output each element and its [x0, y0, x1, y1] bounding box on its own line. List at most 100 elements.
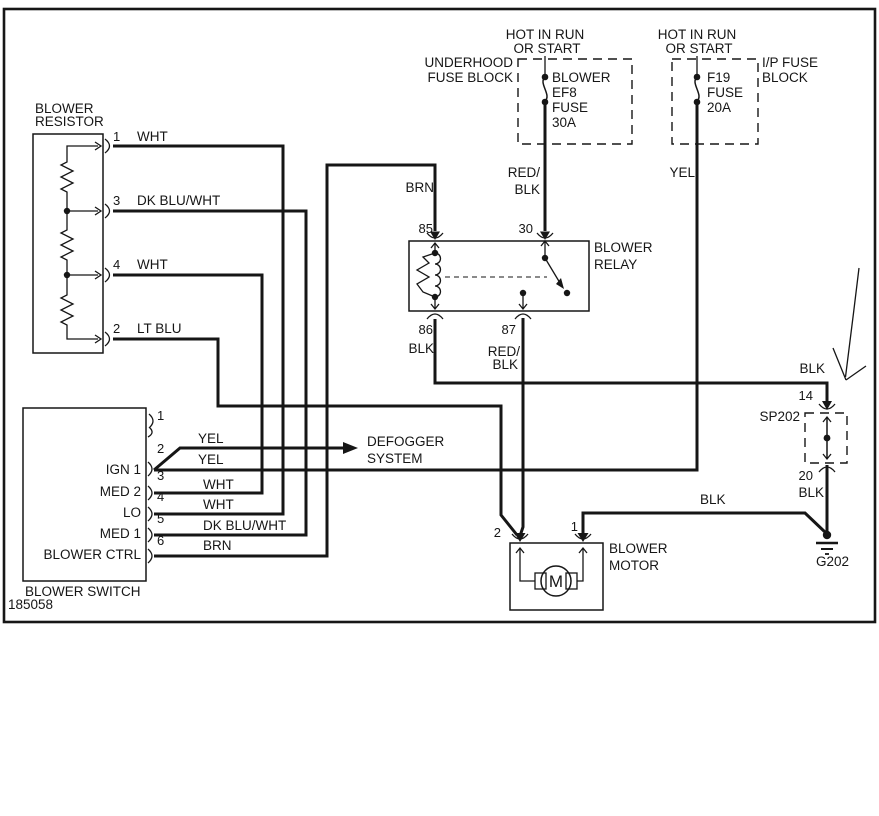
blower-relay: BRN RED/ BLK YEL 85 30 BLOWER RELAY 86	[405, 165, 695, 372]
wire-blk-relay86-to-sp202	[433, 319, 829, 402]
pin-number: 1	[113, 129, 120, 144]
pin-number: 4	[113, 257, 120, 272]
fuse-block-name: FUSE BLOCK	[427, 70, 513, 85]
fuse-block-name: BLOCK	[762, 70, 808, 85]
pin-connector-icons	[426, 232, 554, 239]
wire-arrow-icon	[540, 231, 550, 240]
arrow-down-icon	[430, 303, 440, 311]
splice-dot	[823, 434, 831, 442]
component-name: RELAY	[594, 257, 637, 272]
pin-number: 2	[157, 441, 164, 456]
wire-yel-fuse-to-switch	[154, 102, 699, 472]
power-label: OR START	[665, 41, 732, 56]
wire-blk-motor-to-ground	[581, 511, 828, 535]
blower-switch: 1 2 3 4 5 6 IGN 1 MED 2 LO MED 1 BLOWER …	[8, 407, 286, 612]
pin-number: 1	[571, 519, 578, 534]
wire-color-label: DK BLU/WHT	[203, 518, 286, 533]
component-name: BLOWER	[594, 240, 653, 255]
pin-connector-icon	[818, 466, 836, 473]
blower-motor: 2 1 M BLOWER MOTOR BLK	[494, 492, 726, 611]
arrow-up-icon	[540, 239, 550, 247]
splice-arrow-icons	[822, 415, 832, 461]
annotation-arrow	[832, 267, 867, 381]
annotation-arrowhead-icon	[832, 347, 867, 381]
ip-fuse-box	[671, 58, 759, 145]
ground-name: G202	[816, 554, 849, 569]
fuse-block-name: I/P FUSE	[762, 55, 818, 70]
junction-dot	[63, 271, 71, 279]
wire-yel-defogger-branch	[153, 446, 343, 472]
contact-dot	[563, 289, 571, 297]
motor-symbol: M	[549, 572, 563, 591]
wire-arrow-icon	[822, 401, 832, 410]
motor-leads	[519, 549, 584, 582]
motor-circle-icon	[540, 565, 572, 597]
splice-sp202: BLK 14 SP202 20 BLK	[759, 361, 848, 500]
wire-lt-blu-resistor2-to-motor	[113, 337, 519, 536]
switch-position-label: IGN 1	[106, 462, 141, 477]
defogger-label: DEFOGGER	[367, 434, 445, 449]
wire-color-label: BRN	[203, 538, 232, 553]
relay-box	[408, 240, 590, 312]
switch-position-label: MED 1	[100, 526, 141, 541]
wire-red-blk-relay87-to-motor	[518, 318, 525, 537]
pin-number: 85	[419, 221, 433, 236]
defogger-system: DEFOGGER SYSTEM	[367, 434, 445, 466]
wire-dkblu-wht-resistor3-to-med1	[113, 209, 308, 537]
ground-junction-dot	[822, 530, 832, 540]
defogger-arrow-icon	[343, 442, 358, 454]
component-name: BLOWER	[35, 101, 94, 116]
splice-box	[804, 412, 848, 464]
wire-color-label: LT BLU	[137, 321, 182, 336]
pin-number: 4	[157, 489, 164, 504]
resistor-box	[32, 133, 104, 354]
wire-color-label: WHT	[203, 477, 234, 492]
diagram-id: 185058	[8, 597, 53, 612]
pin-number: 20	[799, 468, 813, 483]
wire-wht-resistor1-to-lo	[113, 144, 285, 516]
fuse-label: 20A	[707, 100, 731, 115]
wire-arrow-icon	[514, 533, 526, 542]
ground-g202: G202	[816, 530, 849, 569]
wire-color-label: BLK	[408, 341, 434, 356]
fuse-label: EF8	[552, 85, 577, 100]
wire-brn-switch-to-relay85	[154, 163, 437, 558]
splice-name: SP202	[759, 409, 800, 424]
wire-color-label: YEL	[198, 431, 224, 446]
relay-coil-icon	[434, 252, 442, 298]
pin-connector-icon	[818, 403, 836, 410]
wire-color-label: BLK	[798, 485, 824, 500]
pin-number: 3	[157, 468, 164, 483]
wire-color-label: YEL	[198, 452, 224, 467]
arrow-up-icon	[430, 241, 440, 249]
contact-arm-arrow-icon	[556, 278, 564, 289]
pin-number: 2	[494, 525, 501, 540]
pin1-connector-icon	[147, 413, 154, 438]
wire-color-label: BRN	[405, 180, 434, 195]
ip-fuse-block: HOT IN RUN OR START I/P FUSE BLOCK F19 F…	[658, 27, 818, 145]
pin-number: 6	[157, 533, 164, 548]
underhood-fuse-box	[517, 58, 633, 145]
wire-wht-resistor4-to-med2	[113, 273, 264, 495]
fuse-icon	[694, 76, 700, 102]
fuse-label: FUSE	[552, 100, 588, 115]
fuse-label: BLOWER	[552, 70, 611, 85]
fuse-icon	[542, 76, 548, 102]
pin-number: 14	[799, 388, 813, 403]
pin-number: 87	[502, 322, 516, 337]
pin-number: 5	[157, 511, 164, 526]
motor-box	[509, 542, 604, 611]
pin-number: 3	[113, 193, 120, 208]
pin-arrow-icons	[94, 141, 103, 344]
diagram-border	[2, 7, 877, 624]
wire-color-label: RED/	[488, 344, 521, 359]
wire-color-label: WHT	[203, 497, 234, 512]
power-label: HOT IN RUN	[506, 27, 585, 42]
resistor-element-icon	[59, 145, 98, 340]
pin-connector-icons	[147, 461, 153, 564]
wire-color-label: YEL	[669, 165, 695, 180]
pin-number: 86	[419, 322, 433, 337]
switch-position-label: BLOWER CTRL	[43, 547, 141, 562]
